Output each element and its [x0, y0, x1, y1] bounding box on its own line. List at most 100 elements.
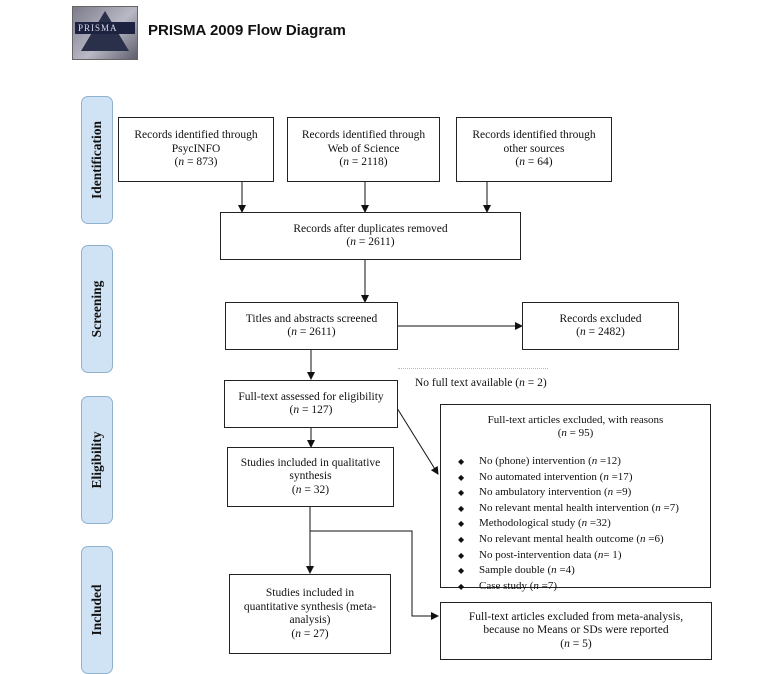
- arrow-fulltext-to-reasons: [396, 407, 439, 475]
- box-count: (n = 2611): [346, 236, 395, 248]
- diamond-bullet-icon: ◆: [458, 472, 465, 482]
- box-line: Titles and abstracts screened: [245, 312, 378, 325]
- box-count: (n = 64): [515, 156, 553, 169]
- reason-count: =7: [663, 501, 676, 514]
- count-value: 127: [311, 404, 329, 416]
- box-line: Records after duplicates removed: [293, 222, 448, 235]
- box-line: PsycINFO: [171, 142, 221, 155]
- list-item: ◆No post-intervention data (n= 1): [458, 548, 710, 564]
- box-titles-abstracts-screened: Titles and abstracts screened (n = 2611): [225, 302, 398, 350]
- diamond-bullet-icon: ◆: [458, 566, 465, 576]
- logo-band: [75, 22, 135, 34]
- box-line: quantitative synthesis (meta-: [243, 600, 377, 613]
- diamond-bullet-icon: ◆: [458, 503, 465, 513]
- stage-identification: Identification: [81, 96, 113, 224]
- box-line: Records identified through: [472, 129, 596, 142]
- list-item: ◆No (phone) intervention (n =12): [458, 454, 710, 470]
- count-value: 2118: [361, 156, 384, 169]
- count-value: 5: [582, 637, 588, 650]
- box-line: Studies included in qualitative: [240, 456, 381, 469]
- list-item: ◆Case study (n =7): [458, 579, 710, 595]
- reason-text: No (phone) intervention: [479, 455, 586, 467]
- reason-count: =7: [541, 579, 554, 592]
- stage-eligibility: Eligibility: [81, 396, 113, 524]
- reason-text: Case study: [479, 579, 527, 592]
- reason-count: = 1: [603, 548, 618, 561]
- list-item: ◆No automated intervention (n =17): [458, 470, 710, 486]
- box-count: (n = 32): [291, 483, 330, 496]
- reason-text: No ambulatory intervention: [479, 486, 602, 499]
- box-duplicates-removed: Records after duplicates removed (n = 26…: [220, 212, 521, 260]
- reasons-heading: Full-text articles excluded, with reason…: [487, 414, 664, 439]
- reason-count: =17: [611, 470, 629, 483]
- box-count: (n = 2118): [339, 156, 388, 169]
- box-count: (n = 5): [560, 637, 592, 650]
- box-line: Web of Science: [327, 142, 400, 155]
- no-full-text-note: No full text available (n = 2): [415, 377, 547, 389]
- no-full-text-count: 2: [537, 377, 543, 389]
- reasons-count: 95: [578, 427, 590, 439]
- box-line: Full-text articles excluded from meta-an…: [468, 610, 684, 623]
- no-full-text-label: No full text available: [415, 377, 513, 389]
- box-line: Studies included in: [265, 587, 355, 599]
- prisma-logo: PRISMA: [72, 6, 138, 60]
- box-count: (n = 27): [291, 627, 329, 640]
- diamond-bullet-icon: ◆: [458, 457, 465, 466]
- diamond-bullet-icon: ◆: [458, 534, 465, 544]
- box-line: because no Means or SDs were reported: [483, 624, 669, 637]
- box-quantitative-synthesis: Studies included in quantitative synthes…: [229, 574, 391, 654]
- count-value: 873: [196, 156, 214, 169]
- reason-count: =9: [615, 486, 628, 499]
- diamond-bullet-icon: ◆: [458, 581, 465, 591]
- page-title: PRISMA 2009 Flow Diagram: [148, 22, 346, 39]
- reason-count: =12: [599, 455, 618, 467]
- reason-text: No relevant mental health intervention: [479, 501, 649, 514]
- box-qualitative-synthesis: Studies included in qualitative synthesi…: [227, 447, 394, 507]
- box-meta-analysis-excluded: Full-text articles excluded from meta-an…: [440, 602, 712, 660]
- reasons-title: Full-text articles excluded, with reason…: [487, 414, 664, 426]
- box-line: synthesis: [289, 470, 332, 483]
- box-full-text-assessed: Full-text assessed for eligibility (n = …: [224, 380, 398, 428]
- box-count: (n = 2611): [287, 326, 336, 338]
- box-full-text-excluded-reasons: Full-text articles excluded, with reason…: [440, 404, 711, 592]
- reason-text: No relevant mental health outcome: [479, 532, 634, 545]
- box-psycinfo: Records identified through PsycINFO (n =…: [118, 117, 274, 182]
- box-line: Records excluded: [559, 312, 642, 325]
- list-item: ◆Methodological study (n =32): [458, 516, 710, 532]
- box-other-sources: Records identified through other sources…: [456, 117, 612, 182]
- reasons-list: ◆No (phone) intervention (n =12) ◆No aut…: [441, 454, 710, 594]
- list-item: ◆No ambulatory intervention (n =9): [458, 485, 710, 501]
- count-value: 32: [313, 483, 326, 496]
- list-item: ◆No relevant mental health intervention …: [458, 501, 710, 517]
- box-count: (n = 873): [174, 156, 218, 169]
- box-web-of-science: Records identified through Web of Scienc…: [287, 117, 440, 182]
- reason-text: Methodological study: [479, 517, 576, 530]
- logo-text: PRISMA: [78, 23, 118, 33]
- reason-count: =6: [648, 532, 660, 545]
- list-item: ◆No relevant mental health outcome (n =6…: [458, 532, 710, 548]
- box-line: other sources: [503, 142, 565, 155]
- reason-text: Sample double: [479, 564, 545, 577]
- list-item: ◆Sample double (n =4): [458, 563, 710, 579]
- reason-count: =4: [559, 564, 572, 577]
- dotted-divider: [398, 368, 548, 369]
- reason-text: No post-intervention data: [479, 548, 592, 561]
- box-count: (n = 2482): [576, 326, 625, 338]
- box-line: Records identified through: [134, 129, 258, 142]
- box-line: analysis): [289, 614, 331, 626]
- count-value: 2482: [598, 326, 621, 338]
- count-value: 64: [537, 156, 549, 169]
- diamond-bullet-icon: ◆: [458, 488, 465, 498]
- reason-count: =32: [589, 517, 608, 530]
- arrow-qualitative-to-meta-excluded: [310, 530, 439, 620]
- stage-screening: Screening: [81, 245, 113, 373]
- diamond-bullet-icon: ◆: [458, 550, 465, 560]
- count-value: 2611: [368, 236, 391, 248]
- box-line: Records identified through: [301, 129, 426, 142]
- box-line: Full-text assessed for eligibility: [238, 390, 384, 403]
- diamond-bullet-icon: ◆: [458, 519, 465, 529]
- box-count: (n = 127): [289, 404, 333, 416]
- reason-text: No automated intervention: [479, 470, 597, 483]
- box-records-excluded: Records excluded (n = 2482): [522, 302, 679, 350]
